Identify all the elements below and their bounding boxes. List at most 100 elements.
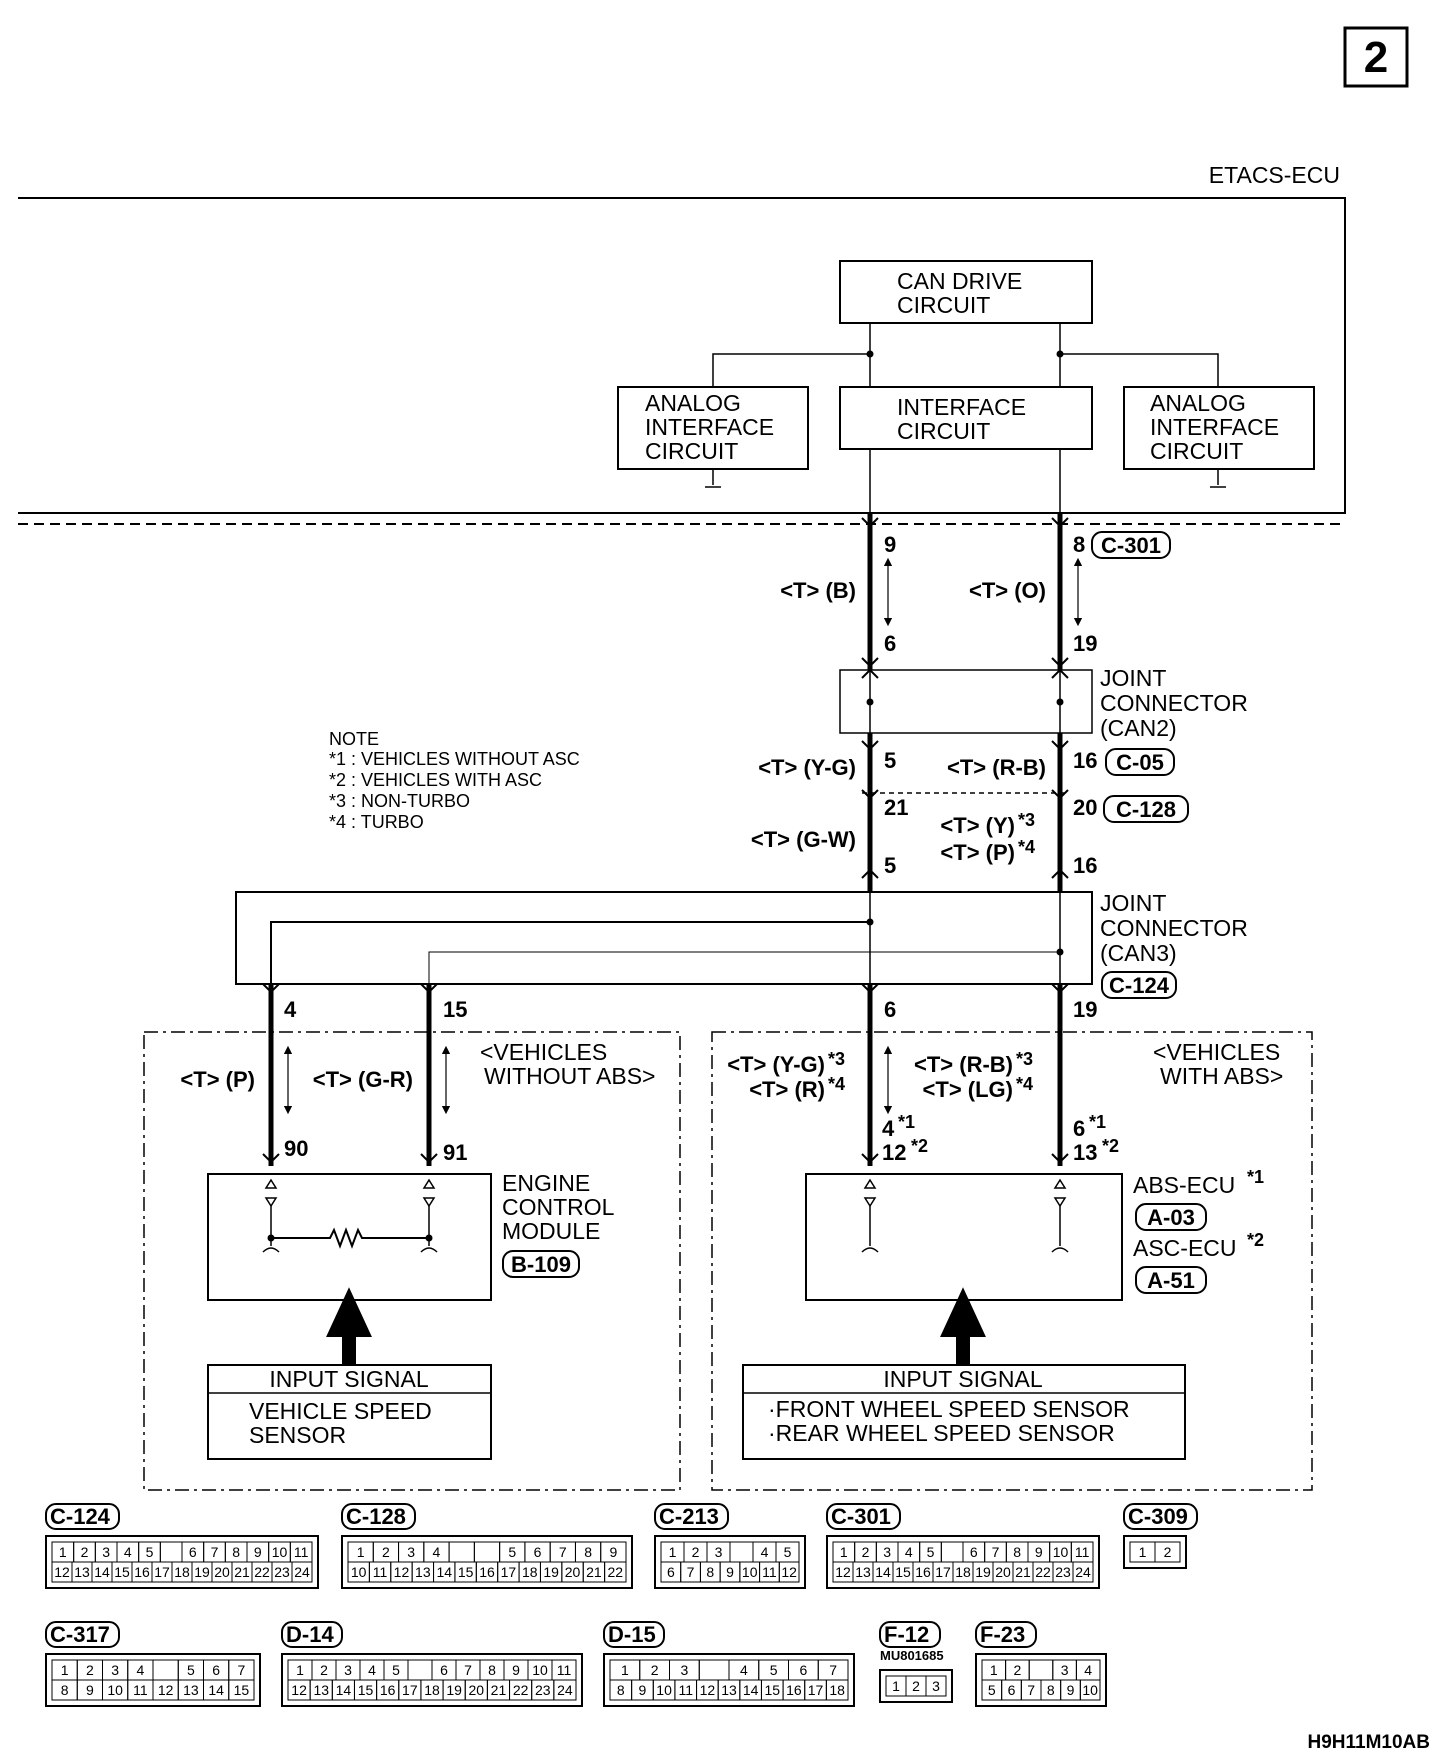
connector-face-id: D-15 — [608, 1622, 656, 1647]
page-number-box — [1343, 26, 1409, 88]
can3-label-1: JOINT — [1100, 890, 1166, 916]
wire-color-right-top: <T> (O) — [969, 578, 1046, 603]
connector-pin-number: 20 — [565, 1564, 581, 1580]
analog-right-line1: ANALOG — [1150, 390, 1246, 416]
abs-terminal-b — [1051, 1178, 1069, 1253]
pin-6-abs-star: *1 — [1089, 1112, 1106, 1132]
connector-pin-number: 12 — [54, 1564, 70, 1580]
pin-6-abs: 6 — [1073, 1116, 1085, 1141]
connector-pin-number: 10 — [1053, 1544, 1069, 1560]
connector-pin-number: 11 — [133, 1682, 148, 1698]
connector-pin-number: 1 — [357, 1544, 365, 1560]
analog-left-line1: ANALOG — [645, 390, 741, 416]
connector-pin-number: 9 — [1035, 1544, 1043, 1560]
conn-a51-tag: A-51 — [1135, 1266, 1207, 1294]
pin-16-a: 16 — [1073, 748, 1097, 773]
connector-pin-number: 4 — [124, 1544, 132, 1560]
group-left-title-1: <VEHICLES — [480, 1039, 607, 1065]
connector-pin-number: 9 — [639, 1682, 647, 1698]
connector-pin-number: 12 — [158, 1682, 174, 1698]
group-right-title-1: <VEHICLES — [1153, 1039, 1280, 1065]
can3-splice-right — [1056, 948, 1064, 956]
connector-pin-number: 5 — [392, 1662, 400, 1678]
svg-text:B-109: B-109 — [511, 1252, 571, 1277]
connector-pin-number: 2 — [382, 1544, 390, 1560]
input-signal-left-item-1: VEHICLE SPEED — [249, 1398, 432, 1424]
connector-pin-number: 11 — [1075, 1544, 1090, 1560]
pin-19-top: 19 — [1073, 631, 1097, 656]
pin-4-abs: 4 — [882, 1116, 895, 1141]
pin-5-a: 5 — [884, 748, 896, 773]
pin-6: 6 — [884, 997, 896, 1022]
input-signal-right-item-1: ·FRONT WHEEL SPEED SENSOR — [768, 1396, 1130, 1422]
ecm-label-3: MODULE — [502, 1218, 600, 1244]
connector-pin-number: 10 — [532, 1662, 548, 1678]
pin-13-abs: 13 — [1073, 1140, 1097, 1165]
connector-cavity — [825, 1679, 849, 1701]
can2-label-3: (CAN2) — [1100, 715, 1177, 741]
connector-cavity — [729, 1541, 754, 1563]
pin-9: 9 — [884, 532, 896, 557]
connector-pin-number: 2 — [692, 1544, 700, 1560]
connector-pin-number: 20 — [995, 1564, 1011, 1580]
abs-asc-ecu-box — [805, 1173, 1123, 1301]
page-number: 2 — [1364, 33, 1388, 82]
connector-pin-number: 11 — [373, 1564, 388, 1580]
etacs-boundary — [18, 197, 1346, 514]
connector-pin-number: 19 — [975, 1564, 991, 1580]
connector-pin-number: 7 — [992, 1544, 1000, 1560]
connector-pin-number: 1 — [621, 1662, 629, 1678]
asc-ecu-label: ASC-ECU — [1133, 1235, 1237, 1261]
connector-pin-number: 4 — [761, 1544, 769, 1560]
connector-pin-number: 7 — [1027, 1682, 1035, 1698]
connector-pin-number: 4 — [740, 1662, 748, 1678]
pin-4: 4 — [284, 997, 297, 1022]
connector-pin-number: 15 — [458, 1564, 474, 1580]
group-without-abs — [143, 1031, 681, 1491]
can-drive-line1: CAN DRIVE — [897, 268, 1022, 294]
connector-pin-number: 10 — [351, 1564, 367, 1580]
joint-connector-can3-box — [235, 891, 1093, 985]
note-title: NOTE — [329, 729, 379, 749]
connector-pin-number: 18 — [522, 1564, 538, 1580]
star-4-abs-a: *4 — [828, 1074, 845, 1094]
connector-pin-number: 3 — [932, 1678, 940, 1694]
ecm-res-dot-b — [425, 1234, 433, 1242]
input-arrow-left — [326, 1287, 372, 1365]
connector-pin-number: 13 — [721, 1682, 737, 1698]
conn-c124-tag: C-124 — [1101, 971, 1177, 999]
svg-text:C-301: C-301 — [1101, 533, 1161, 558]
connector-pin-number: 18 — [955, 1564, 971, 1580]
connector-face-tag — [1123, 1503, 1198, 1530]
connector-pin-number: 10 — [107, 1682, 123, 1698]
connector-pin-number: 21 — [491, 1682, 507, 1698]
connector-pin-number: 14 — [94, 1564, 110, 1580]
connector-pin-number: 14 — [436, 1564, 452, 1580]
connector-cavity — [940, 1541, 964, 1563]
can3-splice-left — [866, 918, 874, 926]
connector-housing — [45, 1653, 261, 1707]
connector-pin-number: 16 — [134, 1564, 150, 1580]
connector-face-tag — [603, 1621, 665, 1648]
connector-pin-number: 17 — [402, 1682, 418, 1698]
connector-pin-number: 7 — [237, 1662, 245, 1678]
connector-pin-number: 12 — [835, 1564, 851, 1580]
connector-cavity — [1028, 1659, 1054, 1681]
connector-pin-number: 1 — [892, 1678, 900, 1694]
connector-pin-number: 14 — [336, 1682, 352, 1698]
connector-pin-number: 16 — [380, 1682, 396, 1698]
connector-pin-number: 9 — [512, 1662, 520, 1678]
connector-pin-number: 21 — [586, 1564, 602, 1580]
wire-color-y: <T> (Y) — [940, 813, 1015, 838]
connector-housing — [281, 1653, 583, 1707]
input-arrow-right — [940, 1287, 986, 1365]
connector-pin-number: 5 — [146, 1544, 154, 1560]
pin-90: 90 — [284, 1136, 308, 1161]
connector-pin-number: 10 — [272, 1544, 288, 1560]
connector-pin-number: 12 — [781, 1564, 797, 1580]
connector-pin-number: 4 — [433, 1544, 441, 1560]
connector-part-number: MU801685 — [880, 1648, 944, 1663]
connector-pin-number: 17 — [808, 1682, 824, 1698]
